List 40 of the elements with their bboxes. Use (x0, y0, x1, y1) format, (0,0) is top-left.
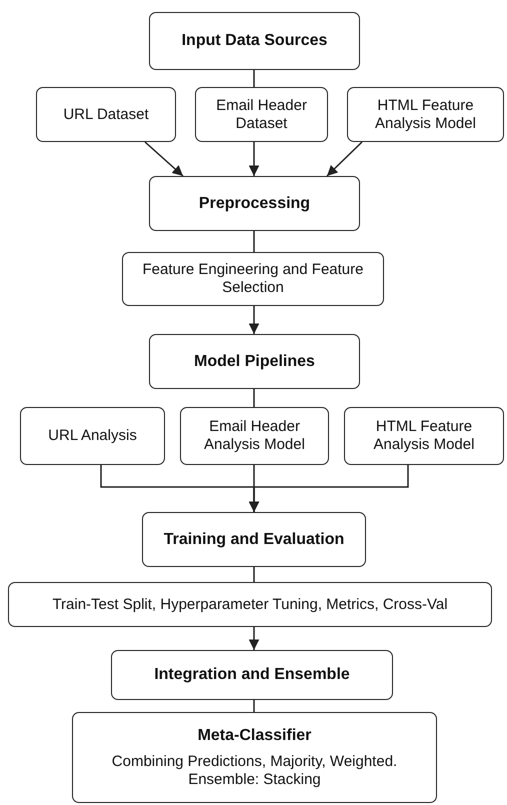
process-box (72, 712, 437, 803)
process-box (344, 407, 504, 465)
box-text: HTML Feature Analysis Model (372, 418, 476, 454)
box-heading: Meta-Classifier (198, 726, 312, 746)
connector-line (253, 231, 255, 252)
connector-line (253, 567, 255, 582)
arrow (248, 306, 260, 334)
connector-line (253, 389, 255, 407)
arrow (248, 142, 260, 176)
process-box (180, 407, 329, 465)
box-heading: Input Data Sources (182, 31, 328, 51)
process-box (142, 512, 366, 567)
process-box (111, 650, 393, 700)
box-heading: Integration and Ensemble (154, 665, 350, 685)
box-heading: Training and Evaluation (164, 530, 344, 550)
box-text: Feature Engineering and Feature Selection (142, 261, 364, 297)
arrow (326, 141, 363, 177)
arrow (144, 141, 184, 177)
process-box (149, 334, 360, 389)
connector-line (253, 70, 255, 87)
box-text: Combining Predictions, Majority, Weighted. Ensemble: Stacking (110, 753, 398, 790)
process-box (149, 176, 360, 231)
box-text: URL Dataset (63, 106, 149, 124)
process-box (347, 87, 504, 142)
box-text: Train-Test Split, Hyperparameter Tuning, Metrics, Cross-Val (52, 596, 448, 614)
arrow (248, 627, 260, 650)
box-heading: Model Pipelines (194, 352, 315, 372)
process-box (195, 87, 328, 142)
process-box (122, 252, 384, 306)
box-text: URL Analysis (48, 427, 137, 445)
process-box (20, 407, 165, 465)
box-text: Email Header Dataset (215, 96, 308, 132)
box-text: HTML Feature Analysis Model (374, 96, 477, 132)
box-heading: Preprocessing (198, 194, 310, 214)
arrow (248, 465, 409, 512)
box-text: Email Header Analysis Model (203, 418, 306, 454)
process-box (8, 582, 492, 627)
connector-line (253, 700, 255, 712)
process-box (36, 87, 176, 142)
process-box (149, 12, 360, 70)
